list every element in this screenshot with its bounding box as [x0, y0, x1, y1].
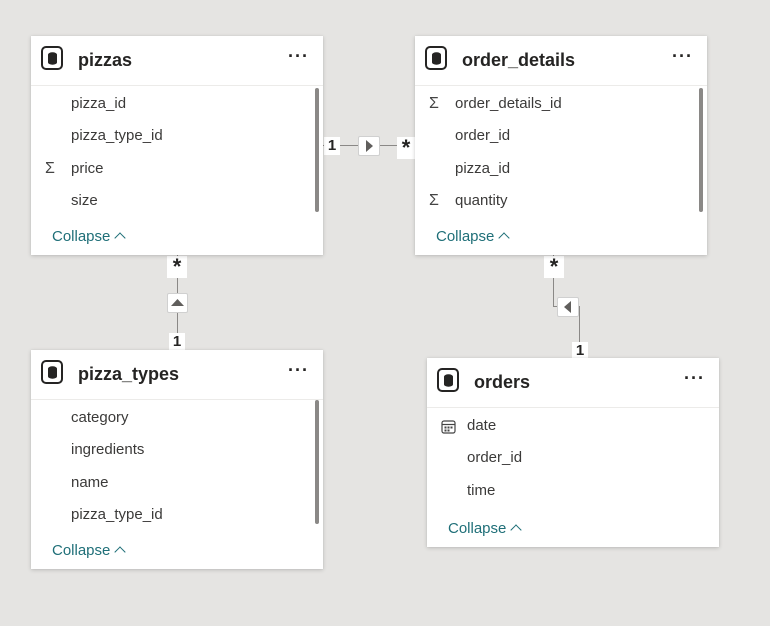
- field-name: quantity: [455, 192, 508, 209]
- chevron-up-icon: [510, 524, 523, 536]
- field-row[interactable]: pizza_type_id: [31, 124, 311, 148]
- table-title: pizzas: [78, 50, 133, 70]
- collapse-label: Collapse: [52, 542, 111, 559]
- field-name: order_details_id: [455, 95, 562, 112]
- collapse-button[interactable]: Collapse: [52, 542, 127, 559]
- collapse-button[interactable]: Collapse: [436, 228, 511, 245]
- filter-direction-up-icon[interactable]: [167, 293, 188, 313]
- table-card-pizza-types[interactable]: pizza_types ··· category ingredients nam…: [31, 350, 323, 569]
- relationship-line-orders-order-details[interactable]: [553, 255, 554, 307]
- field-name: pizza_type_id: [71, 127, 163, 144]
- field-name: pizza_id: [71, 95, 127, 112]
- database-icon: [41, 46, 63, 70]
- sigma-icon: Σ: [429, 95, 439, 112]
- field-row[interactable]: category: [31, 406, 311, 430]
- cardinality-many-label: *: [544, 256, 564, 278]
- scrollbar[interactable]: [699, 88, 703, 212]
- field-name: time: [467, 482, 496, 499]
- field-row[interactable]: ingredients: [31, 438, 311, 462]
- collapse-label: Collapse: [448, 520, 507, 537]
- database-icon: [425, 46, 447, 70]
- scrollbar[interactable]: [315, 88, 319, 212]
- table-header[interactable]: order_details ···: [415, 36, 707, 86]
- more-options-icon[interactable]: ···: [288, 46, 309, 66]
- field-name: order_id: [467, 449, 523, 466]
- field-row[interactable]: order_id: [415, 124, 695, 148]
- cardinality-one-label: 1: [324, 137, 340, 155]
- more-options-icon[interactable]: ···: [684, 368, 705, 388]
- cardinality-many-label: *: [397, 137, 415, 159]
- more-options-icon[interactable]: ···: [672, 46, 693, 66]
- field-row[interactable]: pizza_type_id: [31, 503, 311, 527]
- field-name: order_id: [455, 127, 511, 144]
- filter-direction-left-icon[interactable]: [557, 297, 579, 317]
- chevron-up-icon: [114, 546, 127, 558]
- field-name: ingredients: [71, 441, 145, 458]
- database-icon: [41, 360, 63, 384]
- table-title: pizza_types: [78, 364, 180, 384]
- filter-direction-right-icon[interactable]: [358, 136, 380, 156]
- field-name: date: [467, 417, 497, 434]
- table-title: order_details: [462, 50, 576, 70]
- collapse-button[interactable]: Collapse: [52, 228, 127, 245]
- more-options-icon[interactable]: ···: [288, 360, 309, 380]
- field-row[interactable]: size: [31, 189, 311, 213]
- field-name: price: [71, 160, 104, 177]
- field-name: name: [71, 474, 109, 491]
- scrollbar[interactable]: [315, 400, 319, 524]
- relationship-line-orders-vertical: [579, 306, 580, 358]
- database-icon: [437, 368, 459, 392]
- field-row[interactable]: date: [427, 414, 707, 438]
- chevron-up-icon: [114, 232, 127, 244]
- field-row[interactable]: order_id: [427, 446, 707, 470]
- cardinality-many-label: *: [167, 256, 187, 278]
- field-row[interactable]: time: [427, 479, 707, 503]
- field-name: pizza_type_id: [71, 506, 163, 523]
- field-name: pizza_id: [455, 160, 511, 177]
- field-row[interactable]: pizza_id: [31, 92, 311, 116]
- table-header[interactable]: pizza_types ···: [31, 350, 323, 400]
- collapse-label: Collapse: [52, 228, 111, 245]
- field-name: size: [71, 192, 98, 209]
- field-row[interactable]: name: [31, 471, 311, 495]
- field-row[interactable]: pizza_id: [415, 157, 695, 181]
- table-title: orders: [474, 372, 531, 392]
- sigma-icon: Σ: [45, 160, 55, 177]
- collapse-button[interactable]: Collapse: [448, 520, 523, 537]
- calendar-icon: [441, 418, 456, 442]
- collapse-label: Collapse: [436, 228, 495, 245]
- cardinality-one-label: 1: [572, 342, 588, 360]
- table-header[interactable]: pizzas ···: [31, 36, 323, 86]
- sigma-icon: Σ: [429, 192, 439, 209]
- chevron-up-icon: [498, 232, 511, 244]
- cardinality-one-label: 1: [169, 333, 185, 351]
- table-header[interactable]: orders ···: [427, 358, 719, 408]
- field-name: category: [71, 409, 129, 426]
- table-card-orders[interactable]: orders ··· date order_id time Collapse: [427, 358, 719, 547]
